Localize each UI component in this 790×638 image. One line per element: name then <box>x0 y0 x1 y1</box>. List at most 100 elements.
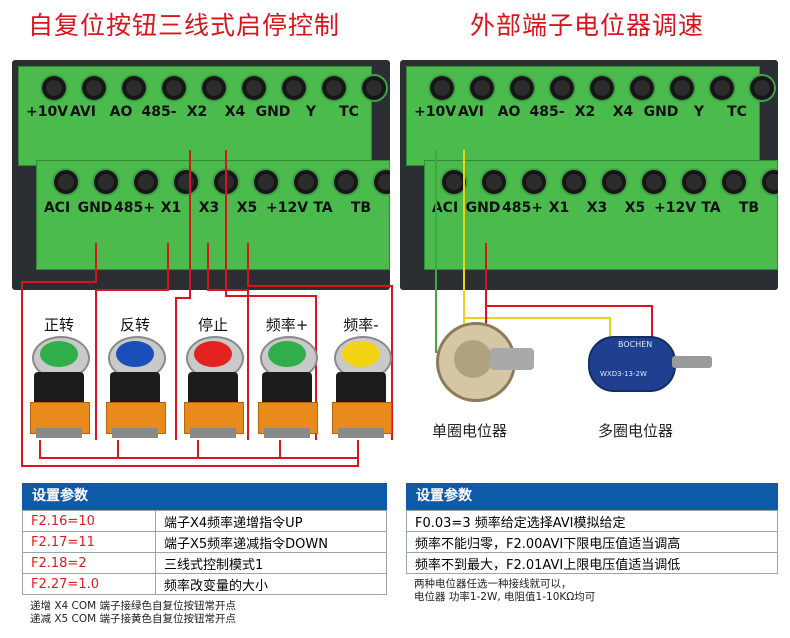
terminal-screw <box>588 74 616 102</box>
terminal-label: TC <box>339 104 359 120</box>
wire-button-links <box>39 440 358 459</box>
terminal-label: 485- <box>141 104 177 120</box>
terminal-screw <box>92 168 120 196</box>
button-label: 频率- <box>343 316 379 334</box>
bottom-screw-row <box>440 168 778 196</box>
push-button[interactable] <box>256 336 318 440</box>
terminal-label: TC <box>727 104 747 120</box>
table-row: 频率不到最大，F2.01AVI上限电压值适当调低 <box>406 552 778 574</box>
button-cap <box>40 341 78 367</box>
multi-pot-label: 多圈电位器 <box>598 422 674 440</box>
param-text: 频率不能归零，F2.00AVI下限电压值适当调高 <box>406 531 778 553</box>
button-label: 停止 <box>197 316 228 334</box>
terminal-label: 485+ <box>114 200 155 216</box>
terminal-label: +10V <box>414 104 457 120</box>
right-title: 外部端子电位器调速 <box>470 11 705 40</box>
terminal-label: X1 <box>160 200 182 216</box>
push-button[interactable] <box>330 336 392 440</box>
top-screw-row <box>40 74 390 102</box>
right-param-table: F0.03=3 频率给定选择AVI模拟给定频率不能归零，F2.00AVI下限电压… <box>406 510 778 574</box>
terminal-label: AO <box>109 104 133 120</box>
wire-x5-freq-down <box>247 243 393 440</box>
button-label: 正转 <box>43 316 74 334</box>
multi-turn-potentiometer: BOCHEN WXD3-13-2W <box>588 336 718 396</box>
param-code: F2.27=1.0 <box>22 573 156 595</box>
param-text: F0.03=3 频率给定选择AVI模拟给定 <box>406 510 778 532</box>
terminal-label: X3 <box>198 200 220 216</box>
terminal-screw <box>748 74 776 102</box>
bottom-screw-row <box>52 168 390 196</box>
push-button[interactable] <box>28 336 90 440</box>
terminal-label: TB <box>350 200 372 216</box>
terminal-screw <box>240 74 268 102</box>
terminal-screw <box>720 168 748 196</box>
terminal-screw <box>668 74 696 102</box>
param-code: F2.17=11 <box>22 531 156 553</box>
terminal-screw <box>40 74 68 102</box>
terminal-label: TA <box>701 200 721 216</box>
button-cap <box>116 341 154 367</box>
terminal-screw <box>480 168 508 196</box>
terminal-label: TB <box>738 200 760 216</box>
right-note-1: 两种电位器任选一种接线就可以， <box>414 578 572 590</box>
terminal-label: AVI <box>458 104 484 120</box>
left-param-header: 设置参数 <box>22 483 387 510</box>
terminal-screw <box>332 168 360 196</box>
terminal-label: +10V <box>26 104 69 120</box>
terminal-label: 485- <box>529 104 565 120</box>
button-cap <box>342 341 380 367</box>
terminal-label: X4 <box>612 104 634 120</box>
param-desc: 三线式控制模式1 <box>155 552 387 574</box>
terminal-screw <box>760 168 778 196</box>
terminal-label: +12V <box>654 200 697 216</box>
terminal-label: +12V <box>266 200 309 216</box>
top-terminal-block <box>406 66 760 166</box>
terminal-screw <box>628 74 656 102</box>
terminal-screw <box>680 168 708 196</box>
terminal-screw <box>428 74 456 102</box>
terminal-screw <box>600 168 628 196</box>
push-button[interactable] <box>104 336 166 440</box>
terminal-label: X5 <box>236 200 258 216</box>
right-note-2: 电位器 功率1-2W, 电阻值1-10KΩ均可 <box>414 591 596 603</box>
terminal-label: AO <box>497 104 521 120</box>
wire-x1-forward <box>95 243 169 440</box>
terminal-screw <box>708 74 736 102</box>
right-param-header: 设置参数 <box>406 483 778 510</box>
multi-pot-brand: BOCHEN <box>618 340 653 349</box>
terminal-label: Y <box>693 104 705 120</box>
param-code: F2.18=2 <box>22 552 156 574</box>
terminal-label: GND <box>255 104 291 120</box>
left-note-1: 递增 X4 COM 端子接绿色自复位按钮常开点 <box>30 600 237 612</box>
terminal-label: X4 <box>224 104 246 120</box>
wire-avi-yellow <box>463 150 611 340</box>
terminal-label: X1 <box>548 200 570 216</box>
terminal-screw <box>560 168 588 196</box>
single-turn-potentiometer <box>430 318 534 408</box>
terminal-screw <box>292 168 320 196</box>
wire-gnd-common <box>21 243 359 467</box>
terminal-screw <box>52 168 80 196</box>
push-button[interactable] <box>182 336 244 440</box>
terminal-screw <box>468 74 496 102</box>
terminal-screw <box>548 74 576 102</box>
terminal-screw <box>252 168 280 196</box>
param-desc: 端子X4频率递增指令UP <box>155 510 387 532</box>
terminal-label: 485+ <box>502 200 543 216</box>
terminal-label: AVI <box>70 104 96 120</box>
terminal-label: GND <box>643 104 679 120</box>
terminal-screw <box>80 74 108 102</box>
terminal-screw <box>372 168 390 196</box>
terminal-label: GND <box>77 200 113 216</box>
top-terminal-block <box>18 66 372 166</box>
wire-x2-reverse <box>175 150 191 440</box>
param-text: 频率不到最大，F2.01AVI上限电压值适当调低 <box>406 552 778 574</box>
left-wires <box>21 150 393 467</box>
terminal-label: X5 <box>624 200 646 216</box>
